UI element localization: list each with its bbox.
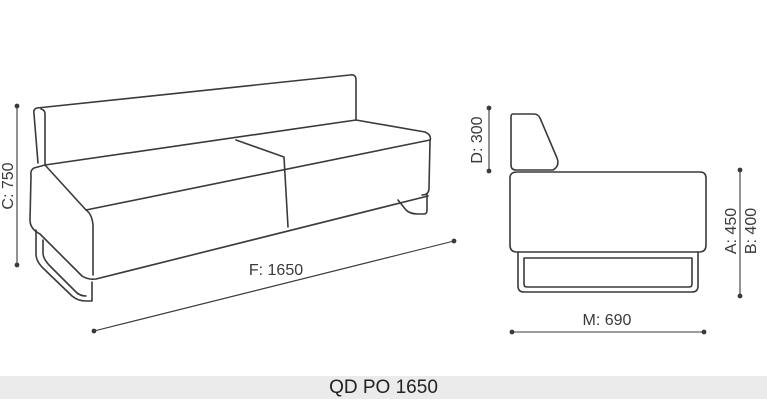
model-code: QD PO 1650 [329, 377, 438, 398]
seat-division [235, 139, 289, 228]
seat-front-edge [44, 139, 431, 211]
dimension-c: C: 750 [0, 103, 20, 268]
dimension-f-start-dot [91, 328, 97, 334]
seat-front-top-edge [30, 164, 46, 177]
dimension-b: B: 400 [743, 208, 760, 254]
dimension-a-label: A: 450 [723, 208, 740, 254]
dimension-c-start-dot [14, 103, 20, 109]
dimension-f-end-dot [451, 238, 457, 244]
backrest-outline [33, 74, 357, 164]
dimension-c-end-dot [14, 262, 20, 268]
dimension-m-start-dot [509, 329, 515, 335]
sofa-perspective-view [29, 74, 432, 302]
body-front-face [85, 209, 94, 276]
leg-left-inner [42, 239, 87, 297]
side-sledge-inner [523, 257, 693, 288]
sofa-side-view [509, 113, 707, 293]
dimension-a: A: 450 [723, 167, 743, 299]
dimension-c-label: C: 750 [0, 162, 17, 209]
dimension-a-start-dot [737, 167, 743, 173]
seat-top-outline [44, 119, 432, 196]
dimension-m: M: 690 [509, 312, 707, 335]
dimension-d-start-dot [486, 105, 492, 111]
dimension-d-end-dot [486, 168, 492, 174]
side-backrest [510, 113, 559, 171]
dimension-f-line [93, 240, 455, 332]
side-seat-body [509, 171, 707, 253]
leg-left-front [35, 229, 93, 302]
dimension-b-label: B: 400 [743, 208, 760, 254]
dimension-m-end-dot [701, 329, 707, 335]
leg-right-rear [397, 193, 428, 215]
dimension-a-end-dot [737, 293, 743, 299]
side-sledge-frame [517, 251, 699, 293]
body-side-outline [29, 175, 429, 280]
dimension-d-label: D: 300 [469, 116, 486, 163]
dimension-m-label: M: 690 [583, 312, 632, 329]
sofa-technical-drawing: C: 750 F: 1650 D: 300 A: 450 B: 400 [0, 74, 760, 335]
dimension-f-label: F: 1650 [249, 262, 303, 279]
dimension-f: F: 1650 [91, 238, 457, 334]
footer-bar [0, 376, 767, 399]
dimension-d: D: 300 [469, 105, 492, 174]
backrest-lower-edge [40, 108, 46, 166]
